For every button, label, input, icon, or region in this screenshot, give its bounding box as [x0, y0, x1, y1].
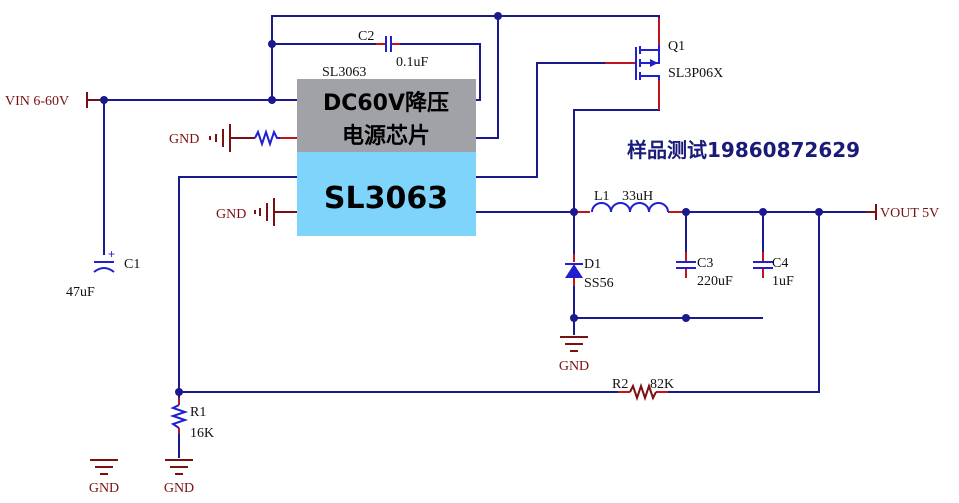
- mosfet-q1: Q1 SL3P06X: [635, 18, 723, 81]
- inductor-l1: L1 33uH: [591, 189, 669, 213]
- q1-value: SL3P06X: [668, 66, 723, 81]
- gnd-label: GND: [559, 359, 589, 374]
- r1-value: 16K: [190, 426, 214, 441]
- wires: [90, 15, 866, 458]
- chip-part-label: SL3063: [322, 65, 366, 80]
- gnd-label: GND: [216, 207, 246, 222]
- c1-ref: C1: [124, 257, 140, 272]
- d1-ref: D1: [584, 257, 601, 272]
- l1-value: 33uH: [622, 189, 653, 204]
- vin-label: VIN 6-60V: [5, 94, 69, 109]
- gnd-symbol-r1: GND: [164, 459, 194, 496]
- capacitor-c3: C3 220uF: [676, 252, 733, 289]
- capacitor-c4: C4 1uF: [753, 252, 794, 289]
- q1-ref: Q1: [668, 39, 685, 54]
- gnd-label: GND: [89, 481, 119, 496]
- c1-value: 47uF: [66, 285, 95, 300]
- gnd-symbol-c1: GND: [89, 459, 119, 496]
- vout-label: VOUT 5V: [880, 206, 939, 221]
- gnd-label: GND: [164, 481, 194, 496]
- resistor-r1: R1 16K: [169, 398, 214, 441]
- resistor-r2: R2 82K: [612, 377, 674, 402]
- contact-text: 样品测试19860872629: [627, 138, 860, 162]
- d1-value: SS56: [584, 276, 614, 291]
- c2-value: 0.1uF: [396, 55, 429, 70]
- vin-port: VIN 6-60V: [5, 92, 100, 109]
- junctions: [100, 12, 823, 396]
- c3-value: 220uF: [697, 274, 733, 289]
- capacitor-c2: C2 0.1uF: [358, 29, 429, 70]
- vout-port: VOUT 5V: [866, 204, 939, 221]
- gnd-symbol-diode: GND: [559, 336, 589, 374]
- resistor-rset: [254, 128, 280, 148]
- l1-ref: L1: [594, 189, 610, 204]
- c2-ref: C2: [358, 29, 374, 44]
- chip-title-line1: DC60V降压: [323, 91, 449, 116]
- c3-ref: C3: [697, 256, 713, 271]
- gnd-symbol-chip: GND: [216, 198, 275, 226]
- capacitor-c1: + C1 47uF: [66, 247, 140, 300]
- c4-value: 1uF: [772, 274, 794, 289]
- r2-ref: R2: [612, 377, 628, 392]
- diode-d1: D1 SS56: [565, 254, 614, 291]
- chip-name: SL3063: [324, 181, 448, 216]
- r2-value: 82K: [650, 377, 674, 392]
- gnd-label: GND: [169, 132, 199, 147]
- chip-title-line2: 电源芯片: [342, 124, 430, 149]
- c4-ref: C4: [772, 256, 788, 271]
- chip-sl3063: SL3063 DC60V降压 电源芯片 SL3063: [297, 65, 476, 236]
- gnd-symbol-rset: GND: [169, 124, 231, 152]
- svg-text:+: +: [108, 247, 115, 261]
- r1-ref: R1: [190, 405, 206, 420]
